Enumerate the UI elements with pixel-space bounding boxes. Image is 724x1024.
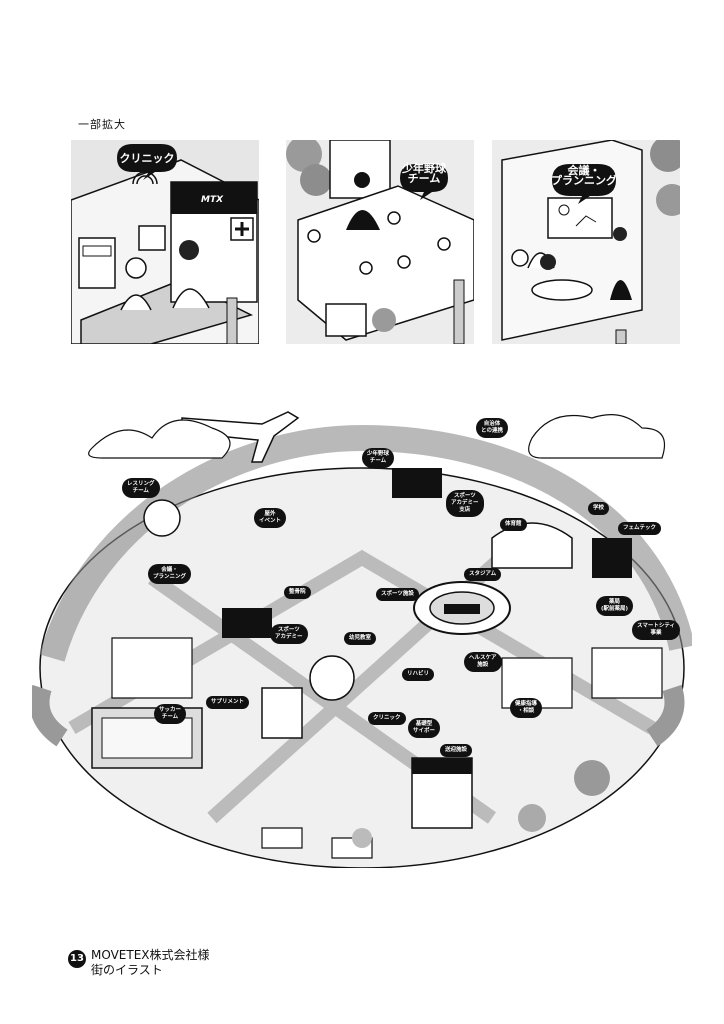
- city-map-graphic: [32, 411, 692, 868]
- tag-healthcare: ヘルスケア 施設: [464, 652, 502, 672]
- zoom-panel-baseball: 少年野球チーム: [286, 140, 474, 344]
- tag-soccer: サッカー チーム: [154, 704, 187, 724]
- client-name: MOVETEX株式会社様: [91, 948, 210, 962]
- tag-pharmacy: 薬局 (駅前薬局): [596, 596, 634, 616]
- page-number-badge: 13: [68, 950, 86, 968]
- tag-kids-class: 幼児教室: [344, 632, 377, 645]
- tag-rehab: リハビリ: [402, 668, 435, 681]
- tag-health-guidance: 健康指導 ・相談: [510, 698, 543, 718]
- tag-transport: 送迎施設: [440, 744, 473, 757]
- zoom-panel-clinic: MTX クリニック: [71, 140, 259, 344]
- tag-osteopathy: 整骨院: [284, 586, 311, 599]
- tag-cyborg: 基礎型 サイボー: [408, 718, 441, 738]
- tag-outdoor-event: 屋外 イベント: [254, 508, 287, 528]
- bubble-baseball: 少年野球チーム: [401, 161, 447, 185]
- tag-youth-baseball: 少年野球 チーム: [362, 448, 395, 468]
- illustration-description: 街のイラスト: [91, 963, 163, 977]
- meeting-illustration: 会議・プランニング: [492, 140, 680, 344]
- tag-wrestling: レスリング チーム: [122, 478, 160, 498]
- bubble-clinic: クリニック: [120, 152, 175, 165]
- tag-municipality: 自治体 との連携: [476, 418, 508, 438]
- tag-femtech: フェムテック: [618, 522, 662, 535]
- mtx-logo: MTX: [201, 195, 224, 205]
- tag-meeting: 会議・ プランニング: [148, 564, 192, 584]
- tag-stadium: スタジアム: [464, 568, 502, 581]
- baseball-illustration: 少年野球チーム: [286, 140, 474, 344]
- tag-sports-academy: スポーツ アカデミー: [270, 624, 308, 644]
- tag-gym: 体育館: [500, 518, 527, 531]
- tag-supplement: サプリメント: [206, 696, 250, 709]
- tag-smart-city: スマートシティ 事業: [632, 620, 681, 640]
- tag-school: 学校: [588, 502, 610, 515]
- tag-sports-facility: スポーツ施設: [376, 588, 419, 601]
- city-illustration: レスリング チーム 少年野球 チーム 自治体 との連携 屋外 イベント スポーツ…: [32, 398, 692, 868]
- bubble-meeting: 会議・プランニング: [551, 163, 617, 187]
- clinic-illustration: MTX クリニック: [71, 140, 259, 344]
- tag-sports-academy-branch: スポーツ アカデミー 支店: [446, 490, 484, 517]
- zoom-panel-meeting: 会議・プランニング: [492, 140, 680, 344]
- zoom-label: 一部拡大: [78, 118, 126, 131]
- tag-clinic: クリニック: [368, 712, 406, 725]
